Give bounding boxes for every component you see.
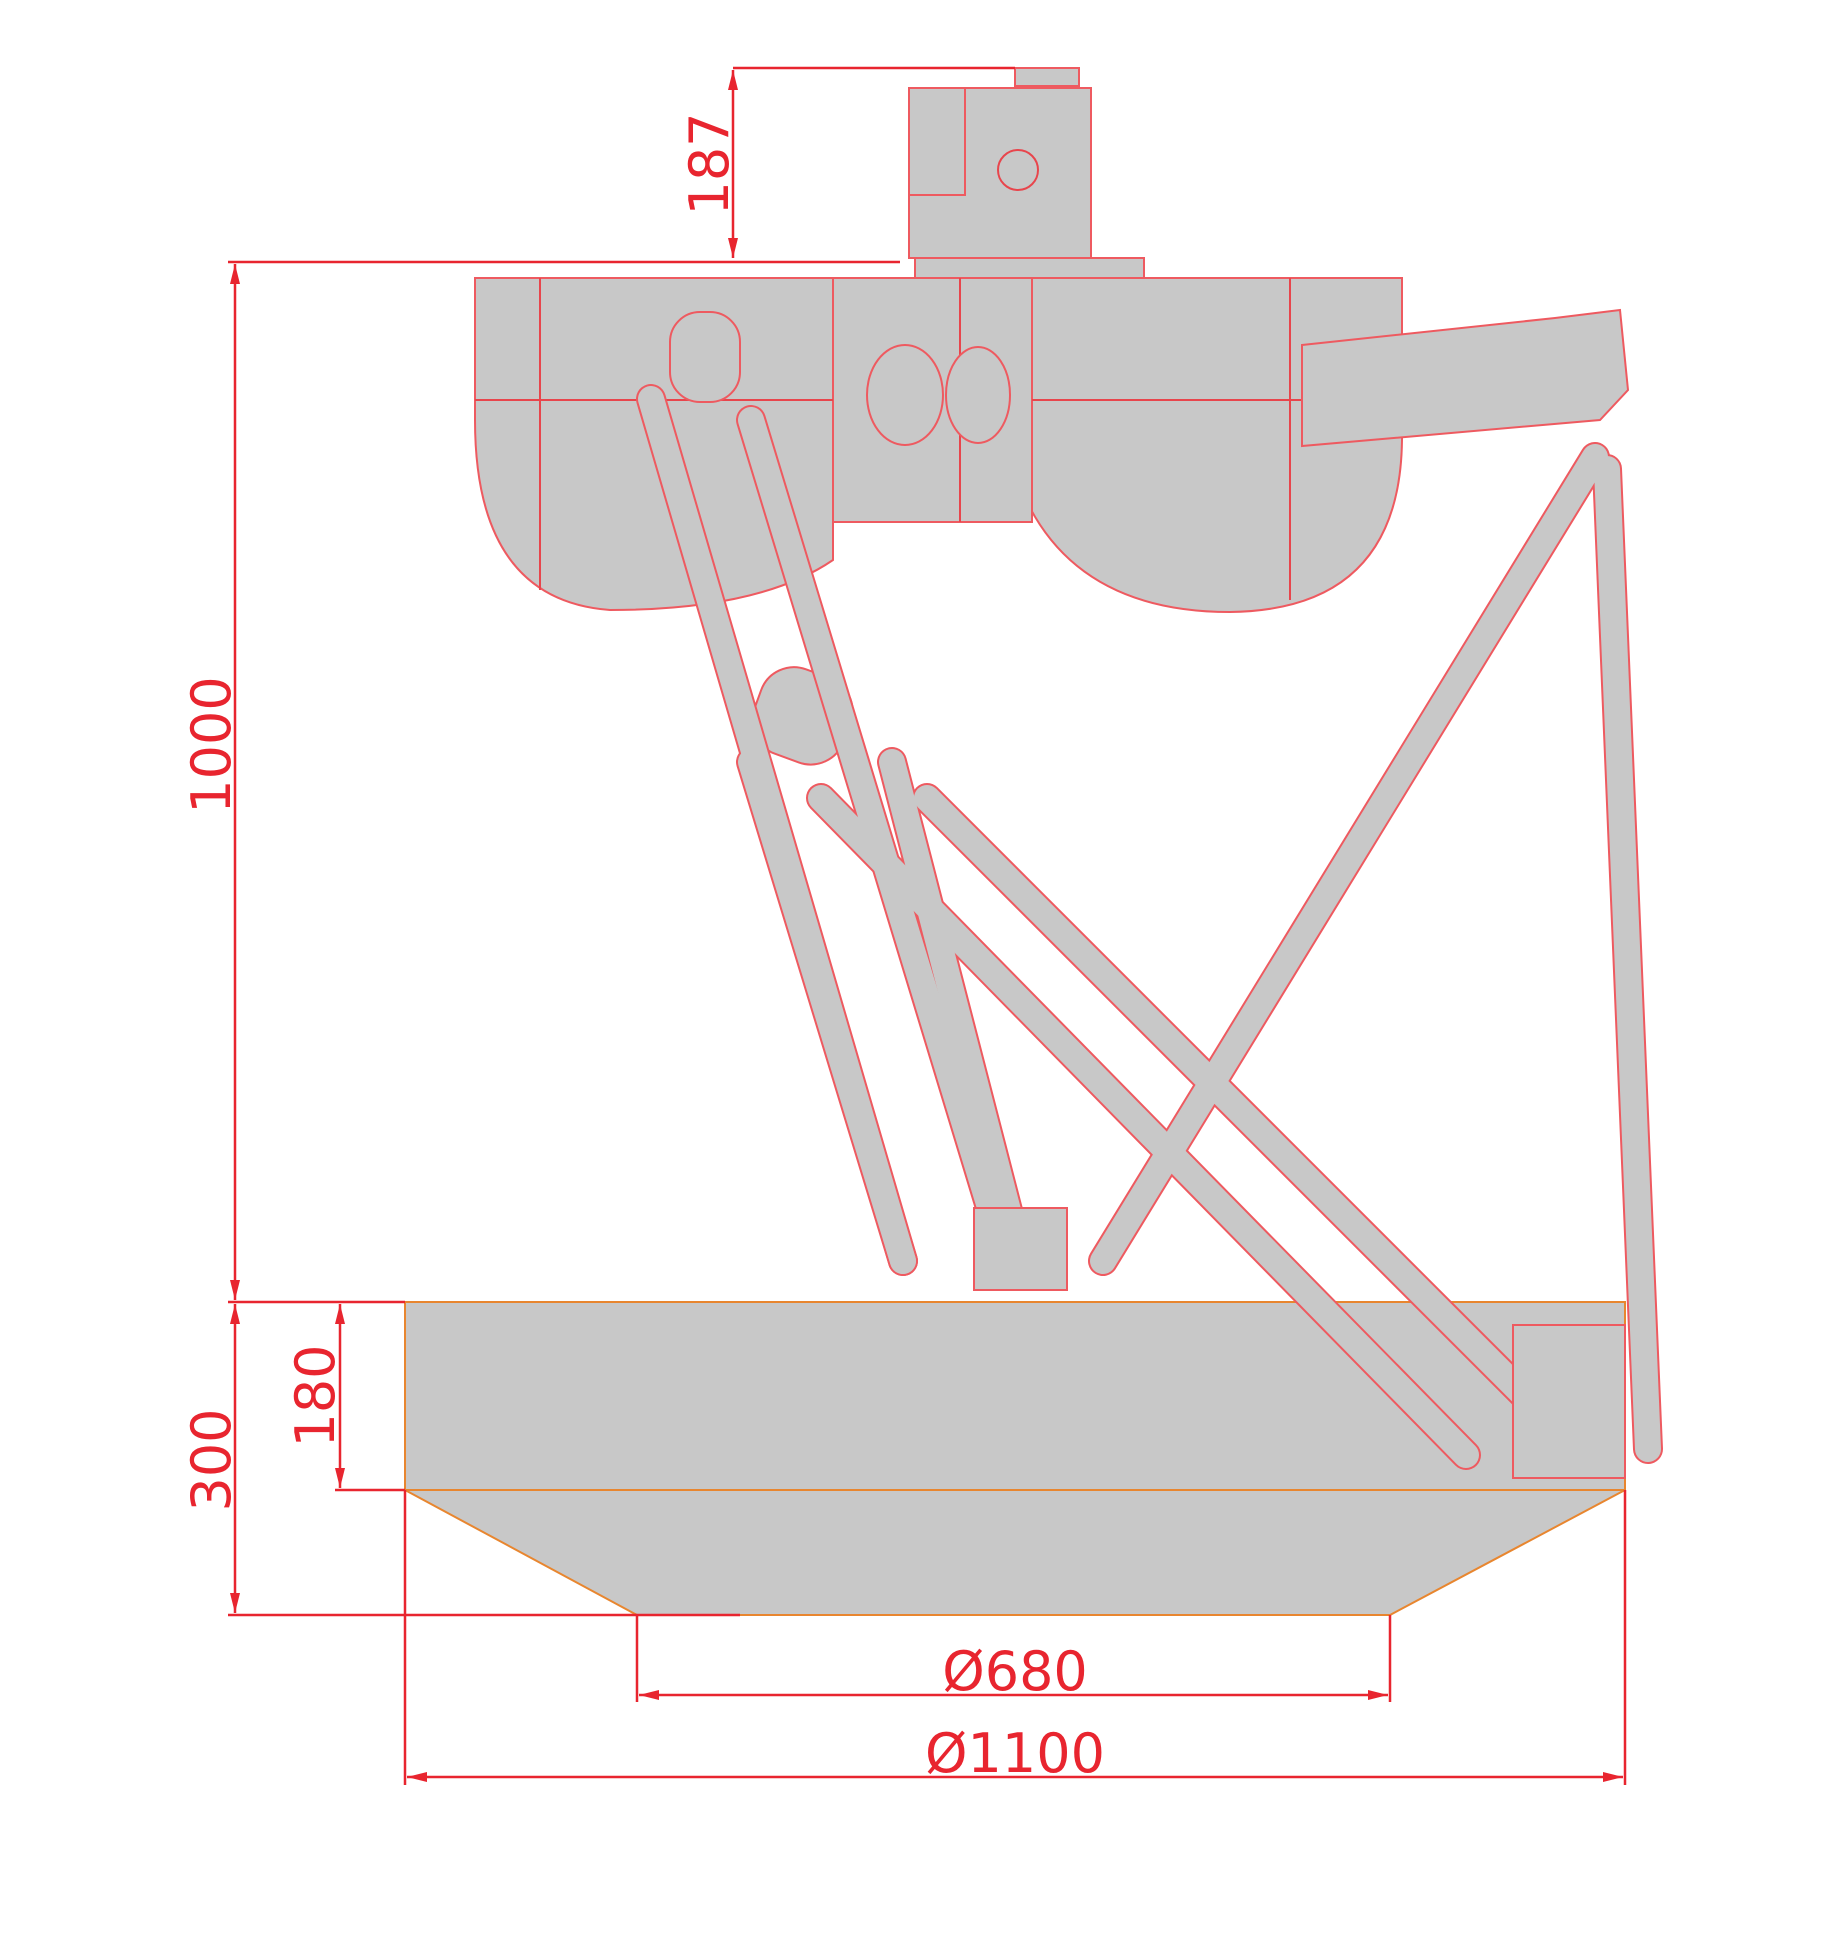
end-effector	[973, 1207, 1626, 1479]
robot-arms	[636, 384, 1663, 1470]
workspace-volume	[404, 1301, 1626, 1616]
dim-top-diameter: Ø1100	[925, 1722, 1105, 1785]
dim-robot-height: 1000	[180, 676, 243, 813]
dim-workspace-height: 300	[180, 1408, 243, 1511]
dimension-lines	[228, 66, 1627, 1785]
dim-bottom-diameter: Ø680	[942, 1640, 1088, 1703]
dim-motor-height: 187	[678, 112, 741, 215]
dim-cylinder-height: 180	[284, 1344, 347, 1447]
